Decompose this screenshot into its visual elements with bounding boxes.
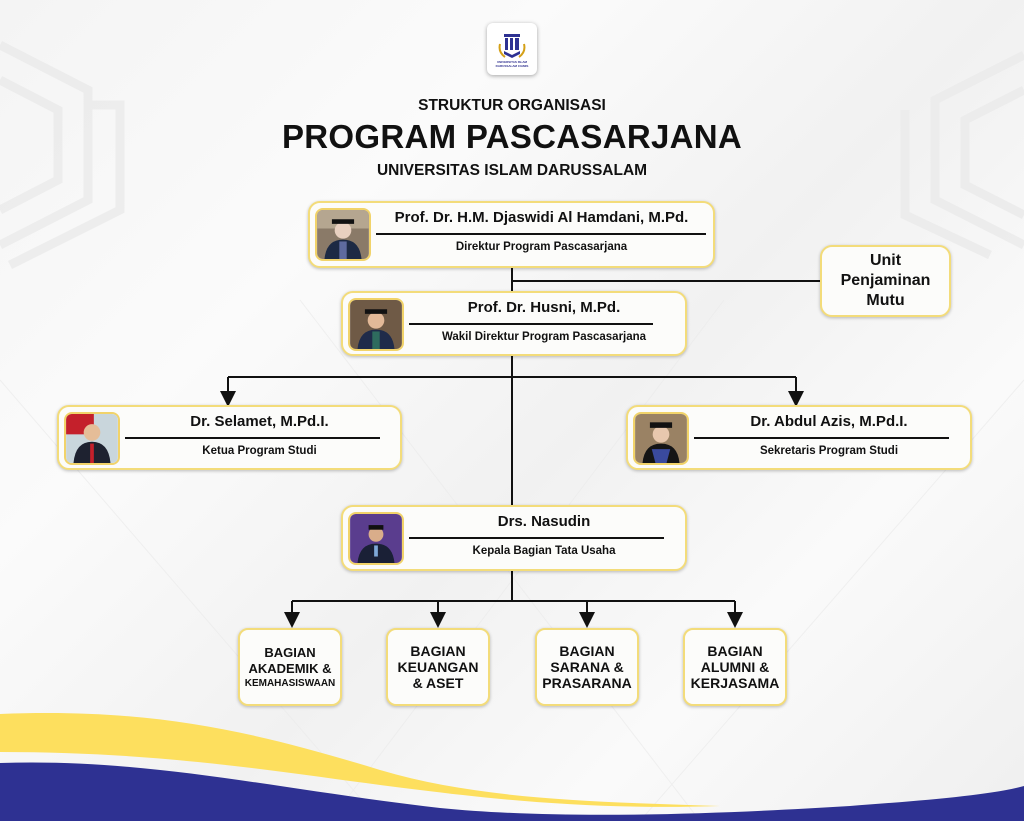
- university-crest-icon: [498, 34, 526, 58]
- director-role: Direktur Program Pascasarjana: [455, 241, 628, 253]
- admin-head-role: Kepala Bagian Tata Usaha: [472, 545, 616, 557]
- person-photo-icon: [64, 412, 120, 465]
- name-divider: [376, 233, 706, 235]
- card-admin-head: Drs. Nasudin Kepala Bagian Tata Usaha: [341, 505, 687, 571]
- quality-unit-line-3: Mutu: [866, 292, 905, 309]
- person-photo-icon: [348, 512, 404, 565]
- division-line: ALUMNI &: [700, 659, 770, 675]
- card-director: Prof. Dr. H.M. Djaswidi Al Hamdani, M.Pd…: [308, 201, 715, 268]
- division-line: BAGIAN: [707, 643, 763, 659]
- card-head-program: Dr. Selamet, M.Pd.I. Ketua Program Studi: [57, 405, 402, 470]
- secretary-program-role: Sekretaris Program Studi: [759, 445, 899, 457]
- card-division-academic: BAGIAN AKADEMIK & KEMAHASISWAAN: [238, 628, 342, 706]
- division-line: KERJASAMA: [690, 675, 780, 691]
- secretary-program-name: Dr. Abdul Azis, M.Pd.I.: [750, 413, 908, 430]
- division-line: BAGIAN: [410, 643, 466, 659]
- subtitle-top: STRUKTUR ORGANISASI: [418, 97, 606, 114]
- director-name: Prof. Dr. H.M. Djaswidi Al Hamdani, M.Pd…: [394, 209, 689, 226]
- person-photo-icon: [633, 412, 689, 465]
- person-photo-icon: [348, 298, 404, 351]
- name-divider: [409, 537, 664, 539]
- university-logo: UNIVERSITAS ISLAM DARUSSALAM CIAMIS: [487, 23, 537, 75]
- division-line: & ASET: [412, 675, 464, 691]
- division-line: BAGIAN: [264, 644, 316, 660]
- head-program-role: Ketua Program Studi: [202, 445, 317, 457]
- footer-wave: [0, 713, 1024, 821]
- division-line: KEMAHASISWAAN: [244, 677, 336, 689]
- name-divider: [694, 437, 949, 439]
- quality-unit-line-1: Unit: [869, 252, 902, 269]
- head-program-name: Dr. Selamet, M.Pd.I.: [190, 413, 329, 430]
- name-divider: [409, 323, 653, 325]
- person-photo-icon: [315, 208, 371, 261]
- card-secretary-program: Dr. Abdul Azis, M.Pd.I. Sekretaris Progr…: [626, 405, 972, 470]
- vice-director-name: Prof. Dr. Husni, M.Pd.: [467, 299, 621, 316]
- division-line: PRASARANA: [542, 675, 632, 691]
- card-quality-unit: Unit Penjaminan Mutu: [820, 245, 951, 317]
- quality-unit-line-2: Penjaminan: [840, 272, 931, 289]
- name-divider: [125, 437, 380, 439]
- vice-director-role: Wakil Direktur Program Pascasarjana: [441, 331, 647, 343]
- subtitle-bottom: UNIVERSITAS ISLAM DARUSSALAM: [376, 162, 648, 179]
- footer-yellow-wave: [0, 713, 720, 807]
- logo-caption: UNIVERSITAS ISLAM DARUSSALAM CIAMIS: [495, 60, 529, 68]
- admin-head-name: Drs. Nasudin: [497, 513, 591, 530]
- card-division-alumni: BAGIAN ALUMNI & KERJASAMA: [683, 628, 787, 706]
- card-division-facilities: BAGIAN SARANA & PRASARANA: [535, 628, 639, 706]
- division-line: KEUANGAN: [397, 659, 479, 675]
- card-division-finance: BAGIAN KEUANGAN & ASET: [386, 628, 490, 706]
- page-title: PROGRAM PASCASARJANA: [281, 118, 743, 155]
- footer-navy-wave: [0, 762, 1024, 821]
- card-vice-director: Prof. Dr. Husni, M.Pd. Wakil Direktur Pr…: [341, 291, 687, 356]
- division-line: AKADEMIK &: [248, 660, 332, 676]
- division-line: SARANA &: [550, 659, 624, 675]
- division-line: BAGIAN: [559, 643, 615, 659]
